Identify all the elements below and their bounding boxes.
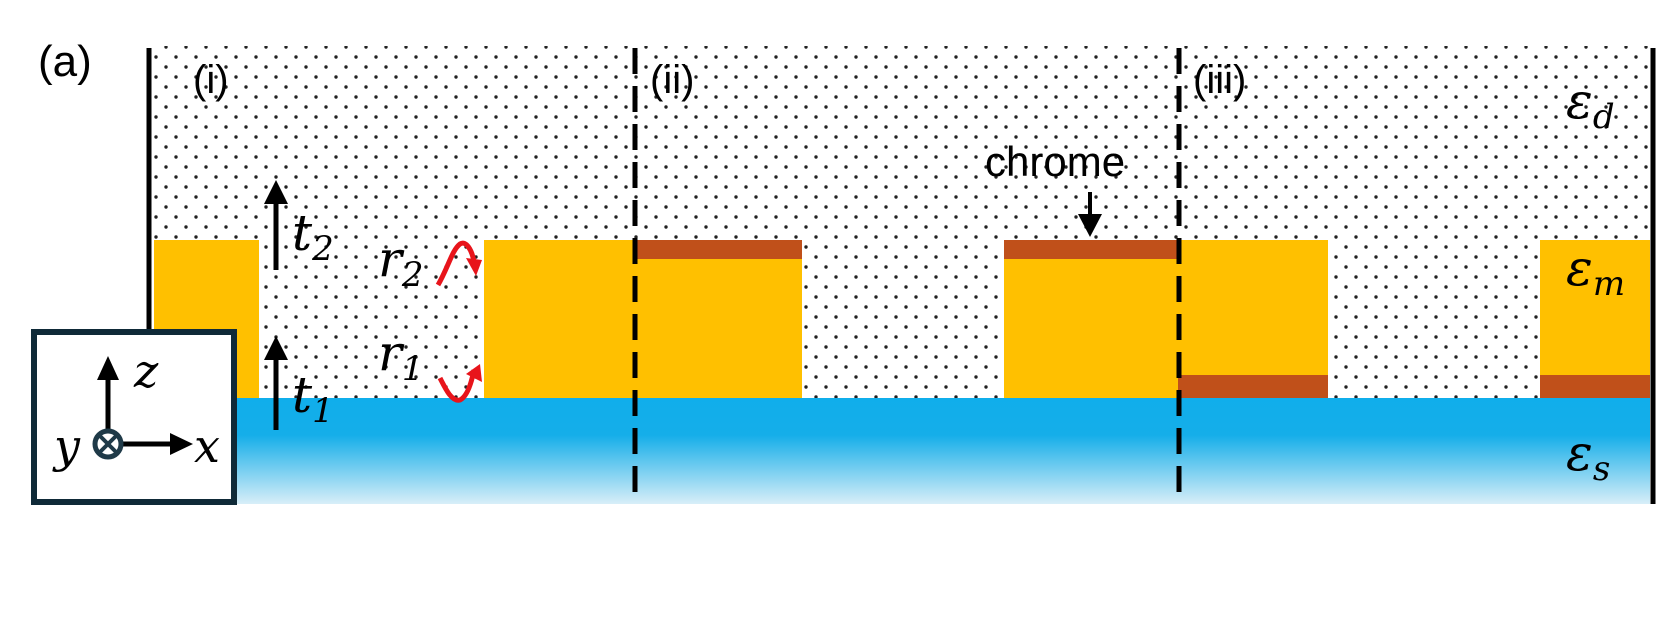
x-axis-head [170, 433, 193, 455]
r2-label: r2 [378, 230, 424, 295]
t1-label: t1 [292, 366, 334, 431]
eps-d-label: εd [1566, 72, 1615, 137]
gold-ridge-4 [1540, 240, 1650, 398]
y-axis-label: y [52, 419, 81, 473]
chrome-layer-top-2 [1004, 240, 1178, 259]
region-label-ii: (ii) [650, 58, 694, 102]
region-label-i: (i) [193, 58, 229, 102]
gold-ridge-2 [484, 240, 802, 398]
chrome-pointer-head [1078, 214, 1102, 237]
chrome-layer-bottom-1 [1178, 375, 1328, 398]
t2-label: t2 [292, 204, 334, 269]
region-label-iii: (iii) [1193, 58, 1246, 102]
r1-reflection-arrow [437, 369, 477, 403]
r1-reflection-arrowhead [466, 364, 482, 382]
dielectric-region [148, 46, 1650, 398]
z-axis-head [97, 356, 119, 380]
gold-ridge-3 [1004, 240, 1328, 398]
chrome-label: chrome [985, 138, 1125, 185]
y-axis-cross-2 [98, 434, 118, 454]
chrome-layer-bottom-2 [1540, 375, 1650, 398]
t2-arrow-head [264, 180, 288, 204]
eps-s-label: εs [1566, 424, 1610, 489]
r2-reflection-arrow [435, 240, 477, 287]
substrate [148, 398, 1650, 504]
r1-label: r1 [378, 324, 424, 389]
eps-m-label: εm [1566, 239, 1625, 304]
r2-reflection-arrowhead [466, 258, 482, 276]
t1-arrow-head [264, 336, 288, 360]
panel-label: (a) [38, 37, 92, 86]
chrome-layer-top-1 [634, 240, 802, 259]
z-axis-label: z [133, 344, 159, 398]
x-axis-label: x [194, 419, 220, 473]
axes-inset [31, 329, 237, 505]
